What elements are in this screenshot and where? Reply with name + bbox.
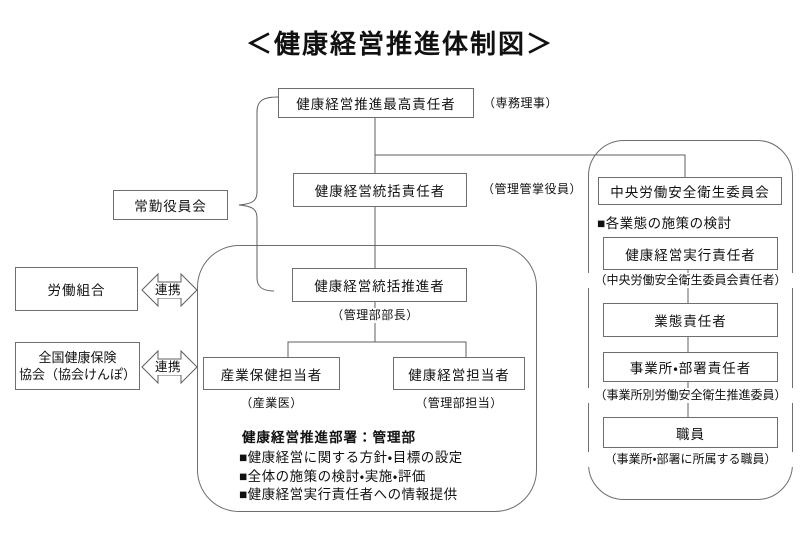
dept-task-item: ■全体の施策の検討・実施・評価 bbox=[239, 468, 426, 484]
board-box: 常勤役員会 bbox=[113, 190, 228, 220]
ceo-note: （専務理事） bbox=[483, 96, 559, 111]
staff-label: 職員 bbox=[676, 426, 705, 442]
office-dept-note: （事業所別労働安全衛生推進委員） bbox=[588, 388, 793, 403]
board-label: 常勤役員会 bbox=[134, 199, 207, 214]
director-note: （管理管掌役員） bbox=[482, 182, 583, 197]
occupational-health-box: 産業保健担当者 bbox=[203, 357, 340, 390]
executor-label: 健康経営実行責任者 bbox=[625, 247, 756, 263]
diagram-title: ＜健康経営推進体制図＞ bbox=[245, 29, 554, 59]
insurance-label-line2: 協会（協会けんぽ） bbox=[18, 367, 136, 382]
central-safety-committee-label: 中央労働安全衛生委員会 bbox=[610, 185, 770, 200]
promoter-label: 健康経営統括推進者 bbox=[314, 279, 445, 294]
link-label-insurance: 連携 bbox=[154, 360, 182, 375]
promoter-note: （管理部部長） bbox=[310, 308, 440, 323]
executor-box: 健康経営実行責任者 bbox=[603, 237, 778, 270]
insurance-box: 全国健康保険 協会（協会けんぽ） bbox=[15, 342, 140, 390]
dept-task-list: ■健康経営に関する方針・目標の設定 ■全体の施策の検討・実施・評価 ■健康経営実… bbox=[239, 449, 463, 505]
staff-box: 職員 bbox=[603, 417, 778, 448]
promoter-box: 健康経営統括推進者 bbox=[292, 268, 467, 302]
health-management-staff-note: （管理部担当） bbox=[393, 396, 525, 411]
dept-title: 健康経営推進部署：管理部 bbox=[242, 430, 416, 445]
ceo-box: 健康経営推進最高責任者 bbox=[278, 88, 474, 118]
committee-task-note: ■各業態の施策の検討 bbox=[597, 216, 732, 231]
occupational-health-note: （産業医） bbox=[203, 396, 340, 411]
central-safety-committee-box: 中央労働安全衛生委員会 bbox=[598, 177, 782, 205]
staff-note: （事業所・部署に所属する職員） bbox=[588, 452, 793, 467]
office-dept-box: 事業所・部署責任者 bbox=[603, 352, 778, 382]
director-label: 健康経営統括責任者 bbox=[314, 184, 446, 199]
link-label-union: 連携 bbox=[154, 283, 182, 298]
union-label: 労働組合 bbox=[47, 283, 106, 298]
dept-task-item: ■健康経営に関する方針・目標の設定 bbox=[239, 450, 463, 465]
health-management-staff-label: 健康経営担当者 bbox=[408, 367, 510, 383]
office-dept-label: 事業所・部署責任者 bbox=[629, 361, 752, 376]
business-type-box: 業態責任者 bbox=[603, 303, 778, 337]
ceo-label: 健康経営推進最高責任者 bbox=[296, 97, 456, 112]
union-box: 労働組合 bbox=[15, 267, 138, 311]
executor-note: （中央労働安全衛生委員会責任者） bbox=[588, 273, 793, 288]
director-box: 健康経営統括責任者 bbox=[293, 173, 467, 207]
dept-task-item: ■健康経営実行責任者への情報提供 bbox=[239, 487, 458, 503]
business-type-label: 業態責任者 bbox=[654, 314, 727, 329]
occupational-health-label: 産業保健担当者 bbox=[220, 367, 323, 383]
health-management-staff-box: 健康経営担当者 bbox=[393, 357, 525, 390]
insurance-label-line1: 全国健康保険 bbox=[38, 350, 117, 365]
